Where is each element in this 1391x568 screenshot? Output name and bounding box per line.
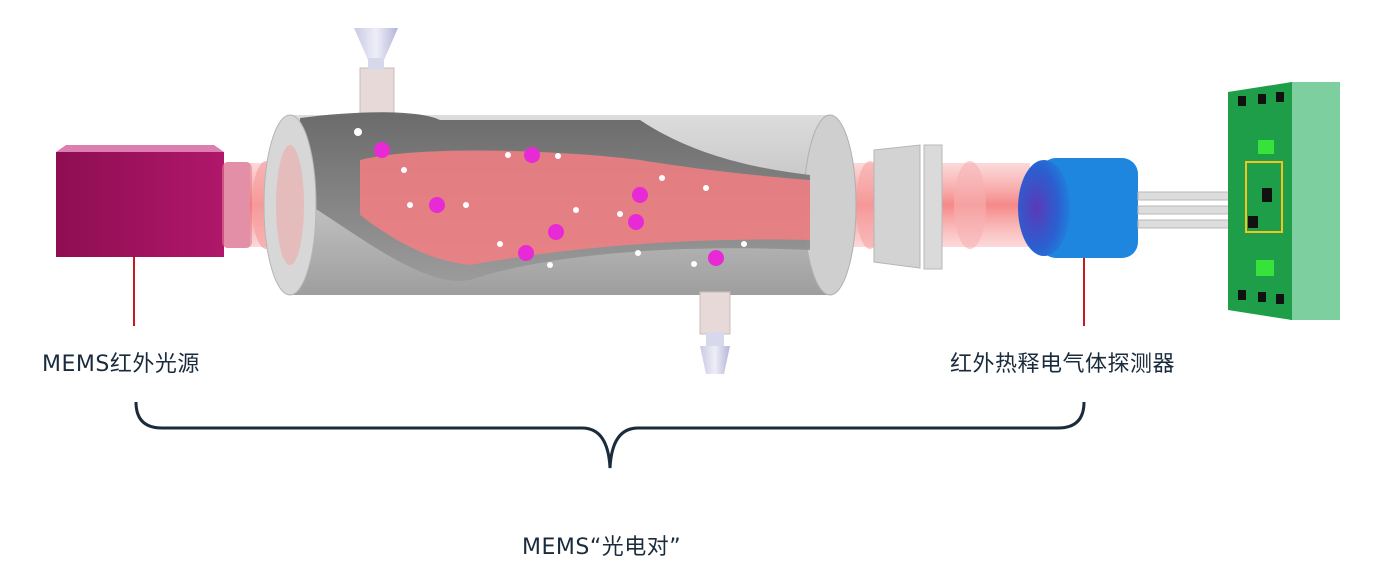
gas-molecules [354,128,747,268]
gas-particle [635,250,641,256]
gas-particle [573,207,579,213]
gas-sample-cell [263,112,857,296]
gas-inlet-funnel-icon [354,28,398,117]
gas-outlet-funnel-icon [699,291,731,374]
ir-source-label: MEMS红外光源 [42,352,200,377]
gas-particle [354,128,362,136]
pcb-board [1228,82,1340,320]
gas-particle [703,185,709,191]
gas-molecule [548,224,564,240]
gas-particle [691,261,697,267]
gas-molecule [524,147,540,163]
gas-particle [555,153,561,159]
gas-particle [547,262,553,268]
ir-detector-label: 红外热释电气体探测器 [950,352,1176,377]
gas-particle [401,167,407,173]
grouping-brace [134,401,1086,469]
gas-molecule [628,214,644,230]
mems-ir-source [56,145,252,257]
optical-filter [873,144,943,270]
gas-molecule [374,142,390,158]
gas-particle [407,202,413,208]
gas-molecule [708,250,724,266]
pyroelectric-detector [1018,158,1249,258]
gas-particle [659,175,665,181]
gas-particle [617,211,623,217]
gas-molecule [429,197,445,213]
gas-particle [741,241,747,247]
gas-molecule [518,245,534,261]
gas-particle [505,152,511,158]
gas-molecule [632,187,648,203]
gas-particle [497,241,503,247]
photoelectric-pair-label: MEMS“光电对” [522,535,682,560]
gas-particle [463,202,469,208]
